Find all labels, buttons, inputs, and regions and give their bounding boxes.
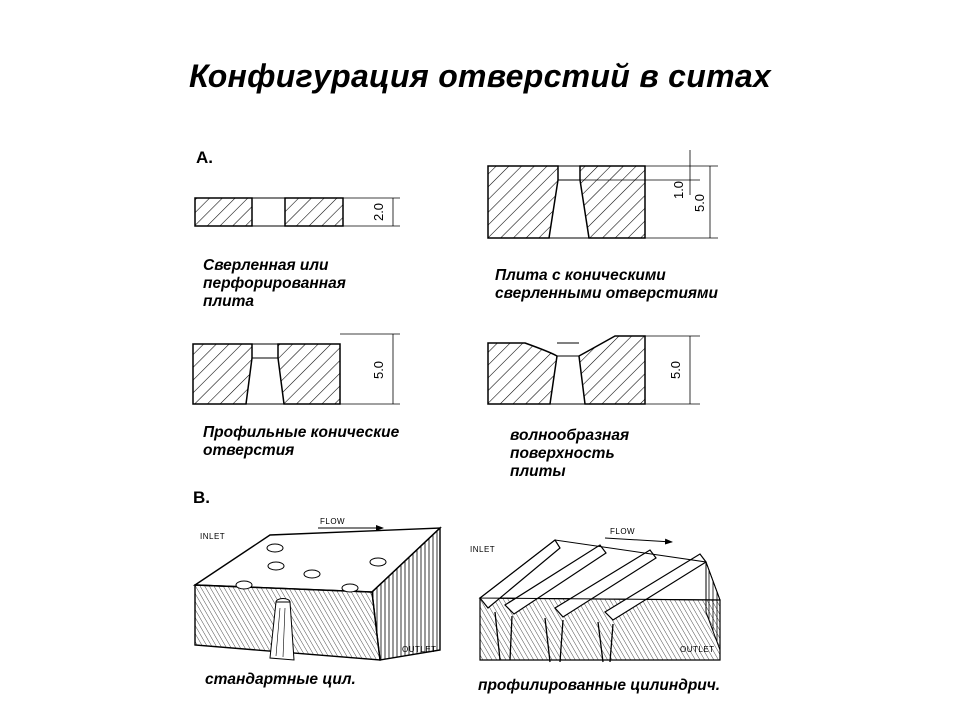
conical-caption-line2: сверленными отверстиями [495, 285, 719, 302]
right-inlet-label: INLET [470, 545, 495, 554]
drilled-caption-line2: перфорированная [203, 275, 346, 292]
drilled-caption-line1: Сверленная или [203, 257, 329, 274]
right-outlet-label: OUTLET [680, 645, 715, 654]
profiled-caption-line2: отверстия [203, 442, 294, 459]
page-title: Конфигурация отверстий в ситах [188, 58, 772, 94]
right-bottom-caption: профилированные цилиндрич. [478, 677, 720, 694]
wavy-caption-line1: волнообразная [510, 427, 629, 444]
conical-caption-line1: Плита с коническими [495, 267, 666, 284]
wavy-caption-line3: плиты [510, 463, 566, 480]
drilled-dimension: 2.0 [371, 203, 386, 221]
wavy-caption-line2: поверхность [510, 445, 615, 462]
section-a-label: A. [196, 148, 213, 167]
drilled-plate-figure [194, 197, 400, 227]
left-flow-label: FLOW [320, 517, 345, 526]
conical-dimension-small: 1.0 [671, 181, 686, 199]
left-bottom-caption: стандартные цил. [205, 671, 356, 688]
section-b-label: B. [193, 488, 210, 507]
profiled-caption-line1: Профильные конические [203, 424, 400, 441]
conical-dimension-large: 5.0 [692, 194, 707, 212]
right-flow-label: FLOW [610, 527, 635, 536]
left-inlet-label: INLET [200, 532, 225, 541]
conical-plate-figure [487, 150, 718, 239]
standard-cylindrical-block [192, 525, 442, 661]
wavy-plate-figure [487, 335, 700, 405]
profiled-dimension: 5.0 [371, 361, 386, 379]
profiled-cylindrical-block [478, 537, 721, 663]
profiled-plate-figure [192, 333, 400, 405]
drilled-caption-line3: плита [203, 293, 254, 310]
left-outlet-label: OUTLET [402, 645, 437, 654]
wavy-dimension: 5.0 [668, 361, 683, 379]
